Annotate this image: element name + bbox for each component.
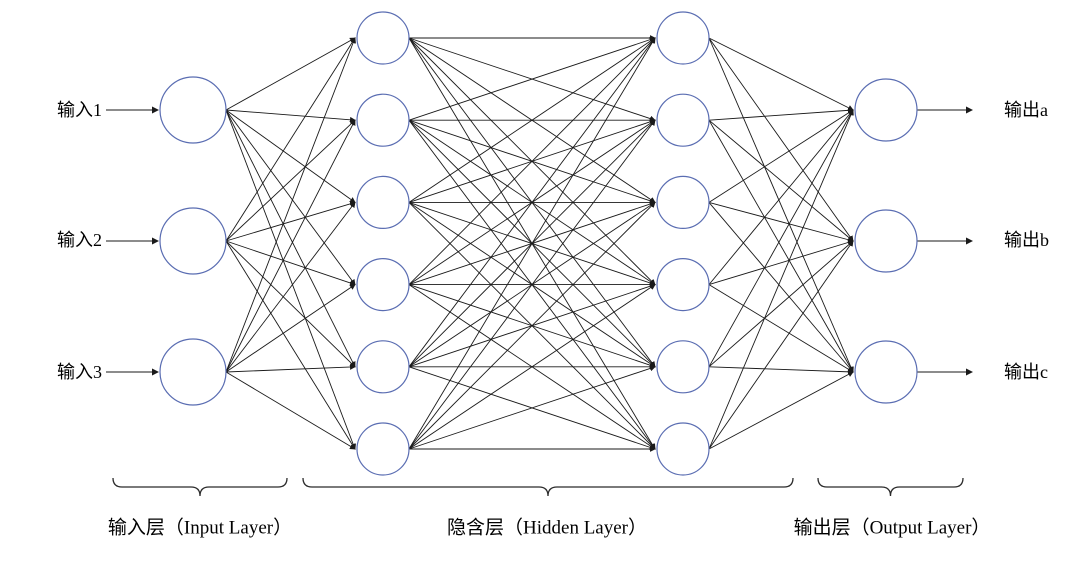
output-label-a: 输出a: [1004, 100, 1048, 120]
input-label-2: 输入2: [57, 230, 102, 250]
input-label-3: 输入3: [57, 362, 102, 382]
caption-output-layer: 输出层（Output Layer）: [793, 517, 991, 539]
caption-input-layer: 输入层（Input Layer）: [107, 517, 293, 539]
output-label-c: 输出c: [1004, 362, 1048, 382]
input-label-1: 输入1: [57, 100, 102, 120]
output-label-b: 输出b: [1004, 230, 1049, 250]
caption-hidden-layer: 隐含层（Hidden Layer）: [447, 517, 647, 539]
